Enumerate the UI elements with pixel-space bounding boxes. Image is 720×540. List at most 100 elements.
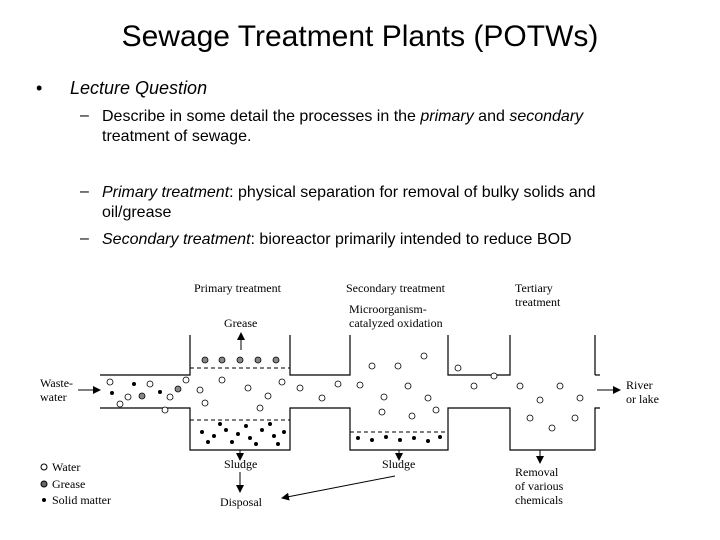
wastewater-label-2: water [40,390,67,404]
solid-particle [397,437,402,442]
legend-water-label: Water [52,460,80,474]
water-particle [432,406,440,414]
legend-solid-symbol [42,498,46,502]
water-particle [318,394,326,402]
lecture-question-heading: Lecture Question [70,78,208,98]
question-primary-term: primary [420,108,474,125]
solid-particle [275,441,280,446]
grease-particle [218,356,226,364]
water-particle [408,412,416,420]
particles [106,352,584,446]
secondary-sludge-label: Sludge [382,457,415,471]
water-particle [556,382,564,390]
water-particle [334,380,342,388]
question-text: Describe in some detail the processes in… [102,107,702,147]
water-particle [106,378,114,386]
water-particle [454,364,462,372]
water-particle [196,386,204,394]
water-particle [296,384,304,392]
solid-particle [217,421,222,426]
water-particle [264,392,272,400]
water-particle [571,414,579,422]
secondary-treatment-term: Secondary treatment [102,231,251,248]
grease-particle [254,356,262,364]
legend-grease-label: Grease [52,477,85,491]
water-particle [490,372,498,380]
tank-outline [100,335,600,451]
water-particle [182,376,190,384]
legend-solid-label: Solid matter [52,493,111,507]
river-label-1: River [626,378,653,392]
removal-label-1: Removal [515,465,559,479]
water-particle [394,362,402,370]
solid-particle [223,427,228,432]
water-particle [576,394,584,402]
slide-title: Sewage Treatment Plants (POTWs) [121,20,599,53]
question-and: and [473,108,510,125]
solid-particle [267,421,272,426]
solid-particle [253,441,258,446]
water-particle [536,396,544,404]
water-particle [166,393,174,401]
solid-particle [355,435,360,440]
water-particle [116,400,124,408]
grease-particle [174,385,182,393]
water-particle [244,384,252,392]
grease-particle [272,356,280,364]
question-secondary-term: secondary [509,108,584,125]
solid-particle [247,435,252,440]
dash-marker: – [80,230,89,247]
water-particle [124,393,132,401]
removal-label-3: chemicals [515,493,563,507]
solid-particle [411,435,416,440]
grease-particle [236,356,244,364]
water-particle [424,394,432,402]
primary-treatment-desc: : physical separation for removal of bul… [229,184,596,201]
secondary-treatment-label: Secondary treatment [346,281,446,295]
tertiary-treatment-label-2: treatment [515,295,561,309]
primary-treatment-label: Primary treatment [194,281,282,295]
microorganism-label-1: Microorganism- [349,302,427,316]
primary-treatment-point: Primary treatment: physical separation f… [102,183,702,223]
water-particle [356,381,364,389]
solid-particle [271,433,276,438]
solid-particle [369,437,374,442]
water-particle [380,393,388,401]
bullet-marker: • [36,78,43,98]
water-particle [516,382,524,390]
treatment-process-diagram: Primary treatment Secondary treatment Te… [40,281,659,509]
question-line2: treatment of sewage. [102,128,252,145]
tertiary-treatment-label-1: Tertiary [515,281,553,295]
water-particle [161,406,169,414]
microorganism-label-2: catalyzed oxidation [349,316,443,330]
legend-grease-symbol [40,480,48,488]
water-particle [404,382,412,390]
disposal-arrow-secondary [281,475,396,501]
water-particle [548,424,556,432]
dash-marker: – [80,107,89,124]
solid-particle [437,434,442,439]
solid-particle [157,389,162,394]
grease-label: Grease [224,316,257,330]
primary-treatment-term: Primary treatment [102,184,230,201]
water-particle [146,380,154,388]
solid-particle [205,439,210,444]
solid-particle [383,434,388,439]
water-particle [420,352,428,360]
solid-particle [243,423,248,428]
water-particle [378,408,386,416]
dash-marker: – [80,183,89,200]
solid-particle [131,381,136,386]
secondary-treatment-point: Secondary treatment: bioreactor primaril… [102,230,702,250]
water-particle [278,378,286,386]
solid-particle [259,427,264,432]
solid-particle [110,390,115,395]
solid-particle [229,439,234,444]
wastewater-label-1: Waste- [40,376,73,390]
grease-particle [201,356,209,364]
solid-particle [211,433,216,438]
water-particle [526,414,534,422]
water-particle [368,362,376,370]
solid-particle [281,429,286,434]
water-particle [256,404,264,412]
